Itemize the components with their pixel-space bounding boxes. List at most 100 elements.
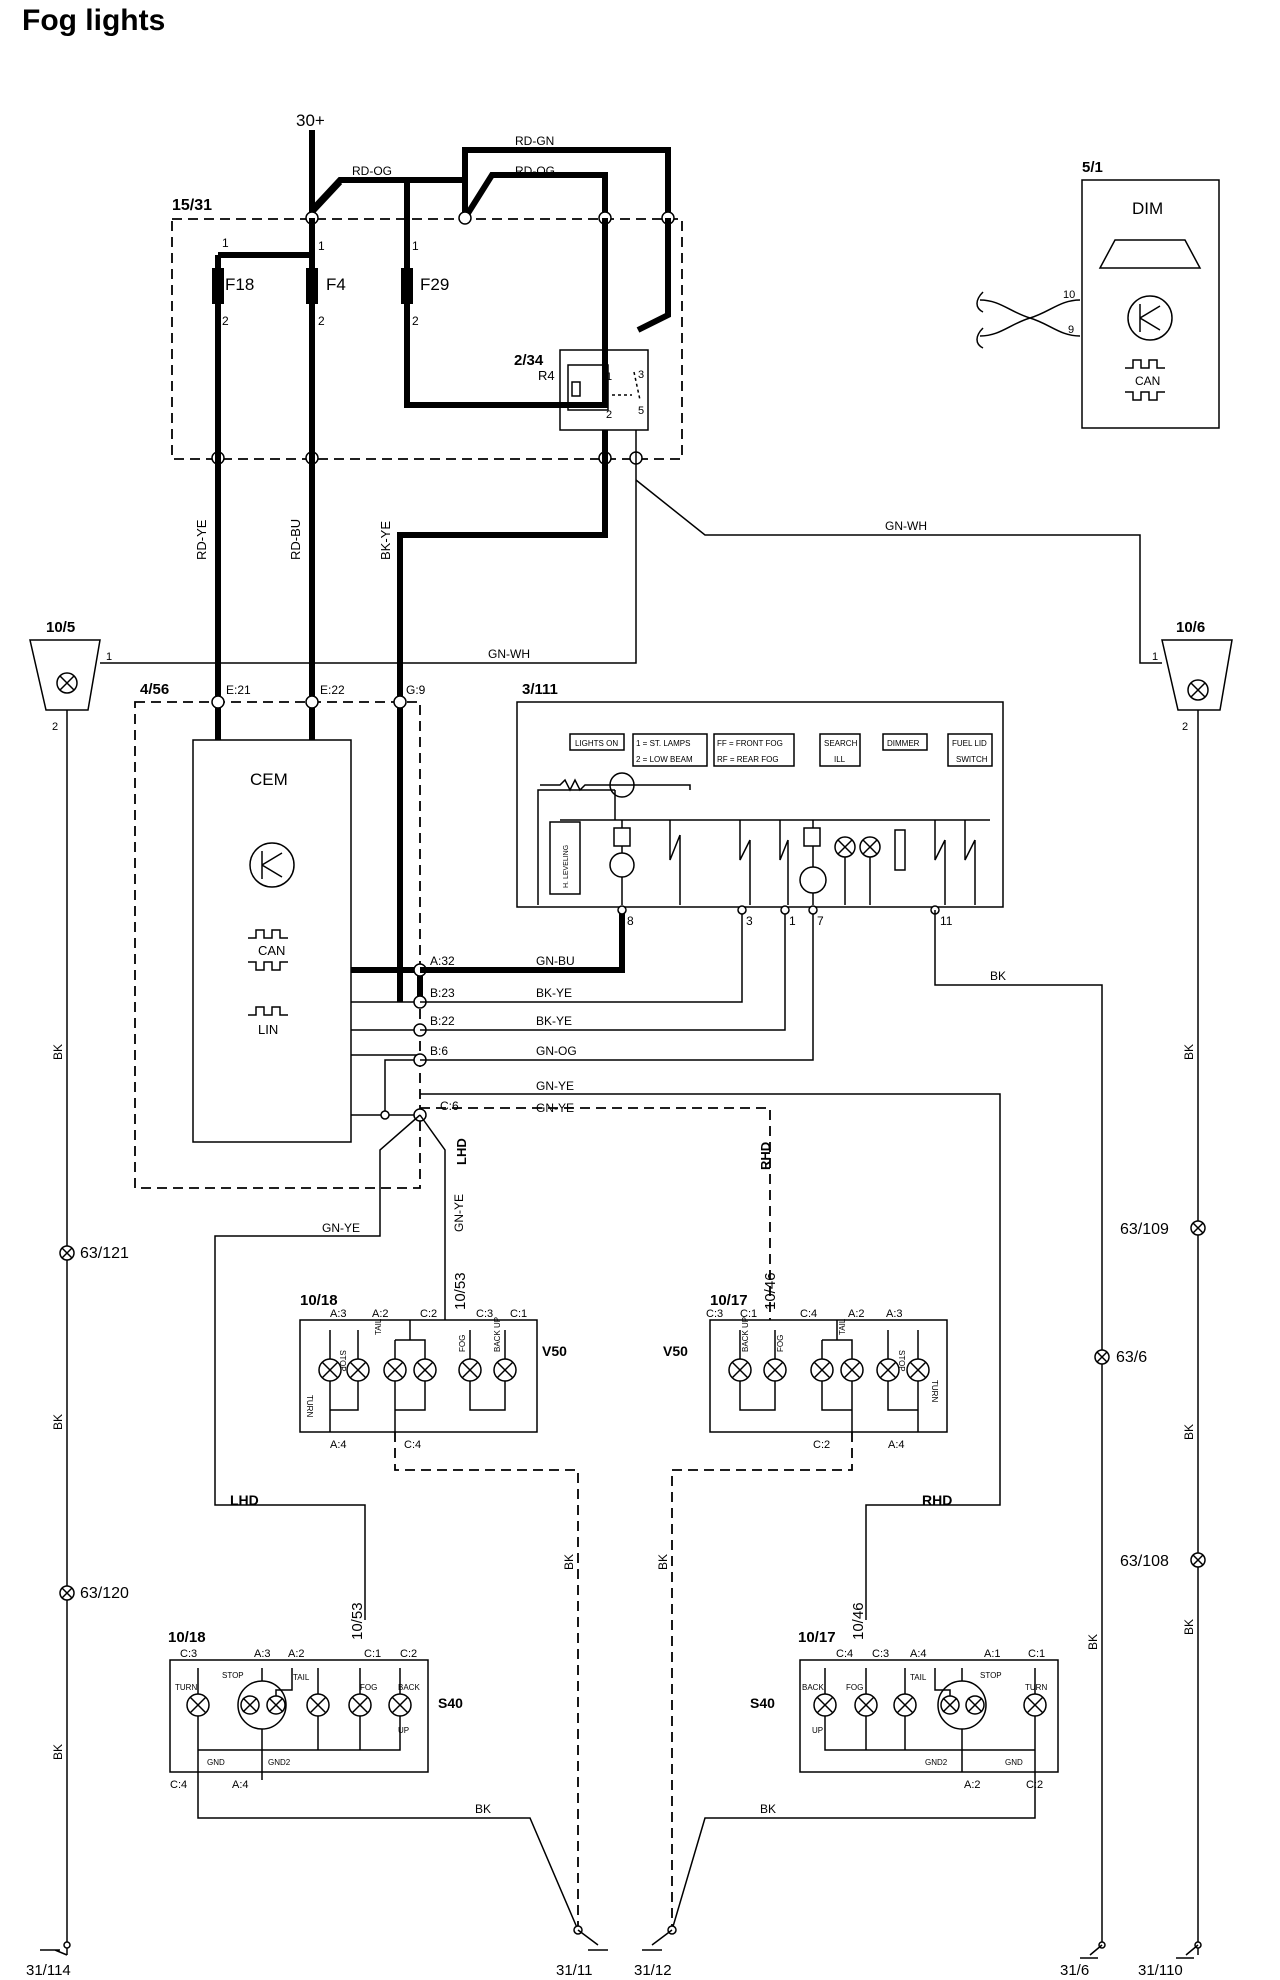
bk-label-left-2: BK bbox=[51, 1414, 65, 1430]
fuse-top-leads bbox=[215, 218, 410, 268]
rd-gn-wire bbox=[462, 147, 671, 218]
switch-pin-1: 1 bbox=[789, 914, 796, 928]
rear-left-s40-pin-a2: A:2 bbox=[288, 1648, 305, 1660]
lhd-label-top: LHD bbox=[454, 1138, 469, 1165]
splice-63-120: 63/120 bbox=[59, 1585, 129, 1602]
rear-left-v50-pin-a4: A:4 bbox=[330, 1439, 347, 1451]
splice-63-109-label: 63/109 bbox=[1120, 1221, 1169, 1238]
rear-left-s40-pin-c1: C:1 bbox=[364, 1648, 381, 1660]
wire-10-46-s40: 10/46 bbox=[850, 1602, 867, 1640]
gn-ye-rhd-v50-wire bbox=[420, 1107, 771, 1320]
rear-left-s40-fog: FOG bbox=[360, 1683, 377, 1692]
relay-pin-2: 2 bbox=[606, 409, 612, 421]
rear-right-s40-pin-a1: A:1 bbox=[984, 1648, 1001, 1660]
rear-left-v50-stop: STOP bbox=[338, 1350, 347, 1372]
fuse-f29-label: F29 bbox=[420, 275, 449, 294]
switch-search-label: SEARCH bbox=[824, 739, 858, 748]
cem-b6-internal bbox=[351, 1059, 420, 1116]
rear-right-s40-gnd2: GND2 bbox=[925, 1758, 948, 1767]
rd-og-f29-feed bbox=[340, 177, 410, 252]
switch-rear-fog-label: RF = REAR FOG bbox=[717, 755, 779, 764]
cem-pin-e21-node bbox=[211, 695, 225, 709]
switch-pin-8: 8 bbox=[627, 914, 634, 928]
relay-name: R4 bbox=[538, 368, 555, 383]
front-fog-right-pin-1: 1 bbox=[1152, 651, 1158, 663]
front-fog-right-pin-2: 2 bbox=[1182, 721, 1188, 733]
cem-pin-b22: B:22 bbox=[430, 1014, 455, 1028]
switch-pin-3: 3 bbox=[746, 914, 753, 928]
cem-a32-internal bbox=[351, 967, 423, 1002]
f29-pin-1: 1 bbox=[412, 239, 419, 253]
wire-10-53-v50: 10/53 bbox=[452, 1272, 469, 1310]
switch-h-leveling-box bbox=[549, 821, 581, 895]
ground-31-110: 31/110 bbox=[1138, 1941, 1202, 1979]
rear-right-s40-pin-c1: C:1 bbox=[1028, 1648, 1045, 1660]
relay-coil-icon bbox=[567, 364, 609, 411]
switch-pin-11: 11 bbox=[940, 914, 953, 928]
wire-10-46-v50: 10/46 bbox=[762, 1272, 779, 1310]
rear-right-v50-stop: STOP bbox=[897, 1350, 906, 1372]
front-fog-left-bulb-icon bbox=[56, 672, 78, 694]
rear-right-s40-up: UP bbox=[812, 1726, 823, 1735]
dim-cluster-icon bbox=[1098, 239, 1202, 269]
rear-right-v50-tail: TAIL bbox=[838, 1318, 847, 1335]
rear-left-v50-back-up: BACK UP bbox=[493, 1317, 502, 1352]
rear-right-s40-stop: STOP bbox=[980, 1671, 1002, 1680]
bk-rear-left-s40-ground bbox=[197, 1772, 579, 1931]
rear-right-v50-bulbs bbox=[728, 1320, 930, 1432]
ground-31-110-label: 31/110 bbox=[1138, 1962, 1183, 1979]
rhd-label-bottom: RHD bbox=[922, 1492, 952, 1508]
rear-left-v50-pin-c3: C:3 bbox=[476, 1308, 493, 1320]
switch-switch-label: SWITCH bbox=[956, 755, 988, 764]
cem-pin-g9-node bbox=[393, 695, 407, 709]
gn-ye-label-3: GN-YE bbox=[322, 1221, 360, 1235]
page-title: Fog lights bbox=[22, 4, 165, 37]
front-fog-left-pin-2: 2 bbox=[52, 721, 58, 733]
bk-label-right-3: BK bbox=[1182, 1619, 1196, 1635]
bk-switch-ground-wire bbox=[934, 910, 1103, 1945]
ground-31-11-label: 31/11 bbox=[556, 1962, 592, 1979]
f29-relay-wire bbox=[404, 218, 608, 408]
rear-left-s40-pin-a3: A:3 bbox=[254, 1648, 271, 1660]
fusebox-id: 15/31 bbox=[172, 197, 212, 214]
rear-lamp-left-v50-box bbox=[299, 1319, 538, 1433]
bk-label-left-3: BK bbox=[51, 1744, 65, 1760]
switch-lights-on-box bbox=[569, 733, 625, 751]
relay-contact-link bbox=[612, 371, 641, 401]
rear-left-v50-bulbs bbox=[318, 1320, 517, 1432]
rd-og-label-2: RD-OG bbox=[515, 164, 555, 178]
switch-fuel-lid-box bbox=[947, 733, 993, 767]
bk-rear-right-s40-ground bbox=[671, 1772, 1036, 1931]
rear-right-s40-pin-c4: C:4 bbox=[836, 1648, 853, 1660]
rear-right-v50-pin-c3: C:3 bbox=[706, 1308, 723, 1320]
rear-right-v50-pin-a4: A:4 bbox=[888, 1439, 905, 1451]
bk-rear-right-v50-ground bbox=[671, 1432, 853, 1930]
front-fog-right-housing bbox=[1161, 639, 1233, 711]
dim-pin-9: 9 bbox=[1068, 324, 1074, 336]
switch-contact-4 bbox=[934, 820, 976, 905]
dim-transistor-symbol bbox=[1139, 304, 1161, 332]
rear-lamp-left-v50-variant: V50 bbox=[542, 1343, 567, 1359]
switch-contact-1 bbox=[669, 820, 681, 905]
rear-left-v50-pin-c1: C:1 bbox=[510, 1308, 527, 1320]
bk-ye-switch-wire-1 bbox=[420, 910, 786, 1031]
fusebox-node-rdog bbox=[458, 211, 472, 225]
ground-31-12: 31/12 bbox=[634, 1925, 677, 1979]
gn-ye-rhd-wire bbox=[420, 1093, 1001, 1620]
splice-63-6: 63/6 bbox=[1094, 1349, 1147, 1366]
switch-fuel-lid-label: FUEL LID bbox=[952, 739, 987, 748]
rear-left-s40-pin-c4: C:4 bbox=[170, 1779, 187, 1791]
light-switch-id: 3/111 bbox=[522, 681, 558, 698]
switch-lights-on-label: LIGHTS ON bbox=[575, 739, 618, 748]
switch-bulb-crosses bbox=[837, 839, 878, 905]
rear-right-s40-fog: FOG bbox=[846, 1683, 863, 1692]
bk-rear-left-v50-ground bbox=[394, 1432, 579, 1930]
rear-left-s40-up: UP bbox=[398, 1726, 409, 1735]
rear-right-v50-turn: TURN bbox=[930, 1380, 939, 1402]
bk-label-6: BK bbox=[1086, 1634, 1100, 1650]
fuse-f29-icon bbox=[401, 268, 413, 304]
relay-pin-1: 1 bbox=[606, 371, 612, 383]
bk-ye-label-b22: BK-YE bbox=[536, 1014, 572, 1028]
bk-ye-wire bbox=[397, 458, 608, 1002]
rd-og-label-1: RD-OG bbox=[352, 164, 392, 178]
